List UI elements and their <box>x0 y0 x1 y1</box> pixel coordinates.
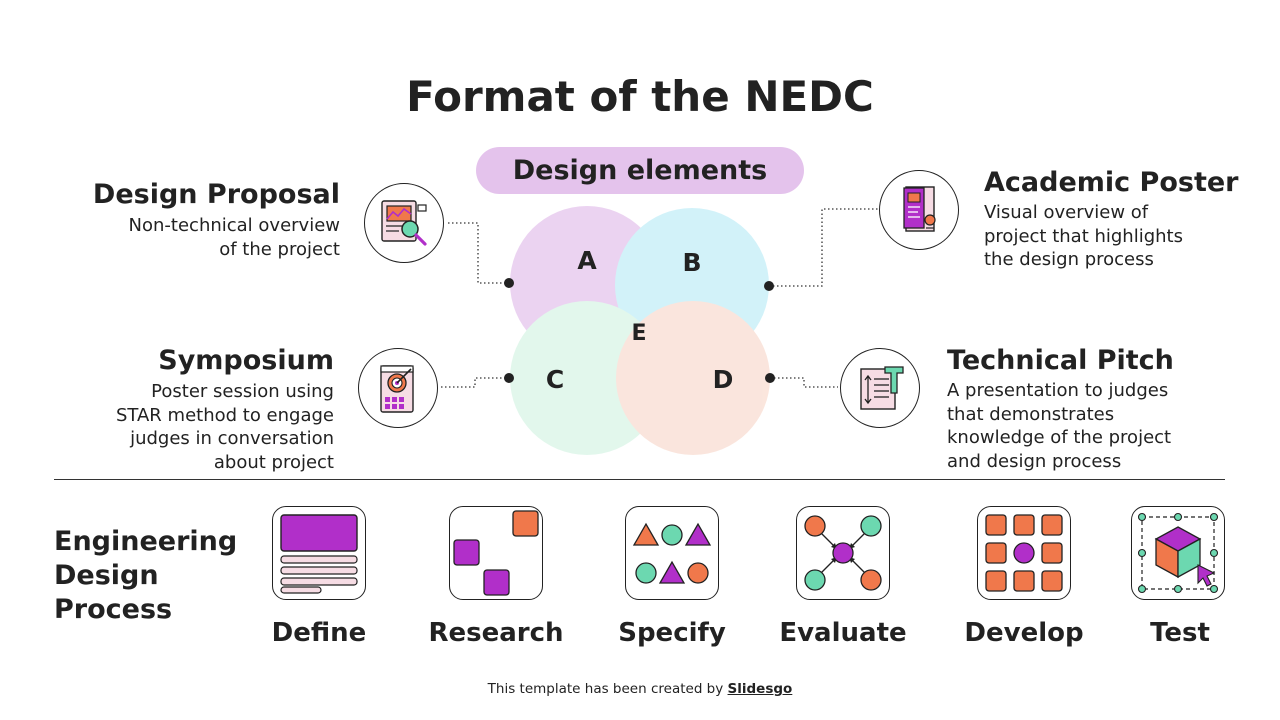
text-document-icon <box>860 366 904 410</box>
document-lines-icon <box>280 514 358 594</box>
academic-poster-desc-line: the design process <box>984 249 1154 270</box>
evaluate-icon-box <box>796 506 890 600</box>
venn-label-e: E <box>631 321 646 346</box>
design-proposal-icon-circle <box>364 183 444 263</box>
design-proposal-desc-line: Non-technical overview <box>128 215 340 236</box>
connector-academic-poster <box>769 208 878 287</box>
footer-prefix: This template has been created by <box>487 681 728 697</box>
connector-design-proposal <box>448 222 509 284</box>
symposium-block: Symposium Poster session using STAR meth… <box>54 345 334 474</box>
shapes-icon <box>632 522 712 584</box>
design-proposal-title: Design Proposal <box>92 179 340 210</box>
section-divider <box>54 479 1225 480</box>
venn-label-b: B <box>682 248 701 277</box>
cube-icon <box>1137 512 1219 594</box>
stage-label-evaluate: Evaluate <box>779 618 907 648</box>
technical-pitch-desc-line: A presentation to judges <box>947 380 1169 401</box>
connector-technical-pitch <box>770 377 838 388</box>
stage-label-test: Test <box>1150 618 1210 648</box>
scattered-squares-icon <box>453 510 539 596</box>
connector-dot <box>764 281 774 291</box>
academic-poster-desc-line: project that highlights <box>984 225 1183 247</box>
venn-label-c: C <box>546 365 564 394</box>
define-icon-box <box>272 506 366 600</box>
process-title-line: Process <box>54 594 173 625</box>
academic-poster-desc-line: Visual overview of <box>984 202 1149 223</box>
technical-pitch-title: Technical Pitch <box>947 345 1174 376</box>
technical-pitch-desc-line: that demonstrates <box>947 403 1115 425</box>
venn-diagram: A B C D E <box>441 206 878 455</box>
connector-dot <box>504 278 514 288</box>
target-icon <box>380 365 414 413</box>
technical-pitch-icon-circle <box>840 348 920 428</box>
symposium-desc-line: judges in conversation <box>130 428 334 449</box>
process-title-line: Design <box>54 560 159 591</box>
technical-pitch-block: Technical Pitch A presentation to judges… <box>947 345 1247 473</box>
process-title-line: Engineering <box>54 526 238 557</box>
grid-icon <box>985 514 1063 592</box>
technical-pitch-desc-line: and design process <box>947 450 1122 472</box>
connector-lines <box>441 208 878 388</box>
research-icon-box <box>449 506 543 600</box>
poster-icon <box>903 186 936 232</box>
design-elements-pill: Design elements <box>476 147 804 194</box>
academic-poster-icon-circle <box>879 170 959 250</box>
test-icon-box <box>1131 506 1225 600</box>
stage-label-develop: Develop <box>964 618 1084 648</box>
venn-label-d: D <box>713 365 734 394</box>
symposium-desc-line: STAR method to engage <box>115 404 334 426</box>
converge-icon <box>804 515 882 591</box>
symposium-title: Symposium <box>158 345 334 376</box>
academic-poster-block: Academic Poster Visual overview of proje… <box>984 167 1274 272</box>
design-proposal-block: Design Proposal Non-technical overview o… <box>60 179 340 261</box>
venn-circle-c <box>510 301 664 455</box>
stage-label-specify: Specify <box>618 618 726 648</box>
page-title: Format of the NEDC <box>406 72 874 121</box>
symposium-icon-circle <box>358 348 438 428</box>
design-proposal-desc-line: of the project <box>219 238 340 260</box>
connector-symposium <box>441 377 509 388</box>
academic-poster-title: Academic Poster <box>984 167 1239 198</box>
specify-icon-box <box>625 506 719 600</box>
process-title: Engineering Design Process <box>54 525 237 627</box>
stage-label-research: Research <box>428 618 564 648</box>
technical-pitch-desc-line: knowledge of the project <box>947 427 1172 448</box>
venn-label-a: A <box>577 246 597 275</box>
connector-dot <box>765 373 775 383</box>
symposium-desc-line: about project <box>213 451 334 473</box>
slidesgo-link[interactable]: Slidesgo <box>727 681 793 697</box>
connector-dot <box>504 373 514 383</box>
venn-circle-d <box>616 301 770 455</box>
analysis-icon <box>381 200 427 246</box>
stage-label-define: Define <box>271 618 367 648</box>
footer-credit: This template has been created by Slides… <box>0 681 1280 697</box>
symposium-desc-line: Poster session using <box>151 381 334 402</box>
develop-icon-box <box>977 506 1071 600</box>
